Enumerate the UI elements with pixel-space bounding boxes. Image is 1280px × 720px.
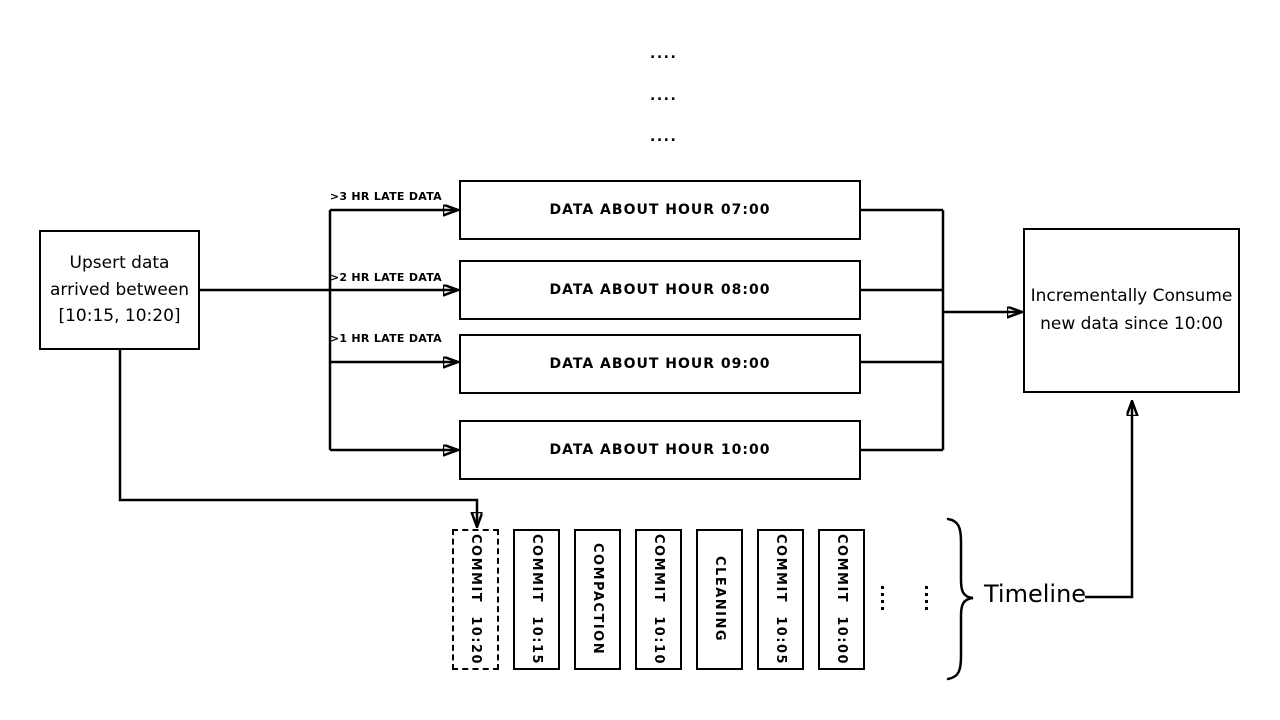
continuation-dots-row: .... <box>650 129 678 145</box>
hour-box-0900-label: DATA ABOUT HOUR 09:00 <box>549 356 771 372</box>
cleaning-box: CLEANING <box>696 529 743 670</box>
commit-box-1020: COMMIT 10:20 <box>452 529 499 670</box>
upsert-line-1: Upsert data <box>69 253 170 274</box>
hour-box-0900: DATA ABOUT HOUR 09:00 <box>459 334 861 394</box>
upsert-to-commit-arrow <box>118 350 477 525</box>
commit-box-1020-label: COMMIT 10:20 <box>468 533 483 666</box>
late-data-label-1hr: >1 HR LATE DATA <box>329 332 442 345</box>
hour-box-1000: DATA ABOUT HOUR 10:00 <box>459 420 861 480</box>
continuation-dots-row: .... <box>650 46 678 62</box>
hour-box-0800: DATA ABOUT HOUR 08:00 <box>459 260 861 320</box>
hour-box-0700: DATA ABOUT HOUR 07:00 <box>459 180 861 240</box>
timeline-label: Timeline <box>984 580 1087 608</box>
commit-box-1010: COMMIT 10:10 <box>635 529 682 670</box>
upsert-line-2: arrived between <box>49 279 190 300</box>
timeline-brace <box>946 517 974 681</box>
commit-box-1015-label: COMMIT 10:15 <box>529 533 544 666</box>
vertical-ellipsis-icon <box>925 586 928 589</box>
vertical-ellipsis-icon <box>881 586 884 589</box>
late-data-label-2hr: >2 HR LATE DATA <box>329 271 442 284</box>
hour-box-0800-label: DATA ABOUT HOUR 08:00 <box>549 282 771 298</box>
compaction-box: COMPACTION <box>574 529 621 670</box>
continuation-dots-row: .... <box>650 88 678 104</box>
commit-box-1000: COMMIT 10:00 <box>818 529 865 670</box>
commit-box-1015: COMMIT 10:15 <box>513 529 560 670</box>
commit-box-1010-label: COMMIT 10:10 <box>651 533 666 666</box>
consume-line-1: Incrementally Consume <box>1030 286 1233 307</box>
upsert-line-3: [10:15, 10:20] <box>58 306 181 327</box>
cleaning-box-label: CLEANING <box>712 556 727 643</box>
incremental-consume-box: Incrementally Consume new data since 10:… <box>1023 228 1240 393</box>
consume-line-2: new data since 10:00 <box>1040 313 1223 334</box>
commit-box-1000-label: COMMIT 10:00 <box>834 533 849 666</box>
commit-box-1005-label: COMMIT 10:05 <box>773 533 788 666</box>
compaction-box-label: COMPACTION <box>590 543 605 656</box>
commit-box-1005: COMMIT 10:05 <box>757 529 804 670</box>
upsert-data-box: Upsert data arrived between [10:15, 10:2… <box>39 230 200 350</box>
hour-box-0700-label: DATA ABOUT HOUR 07:00 <box>549 202 771 218</box>
timeline-to-consume-arrow <box>1085 403 1132 599</box>
hour-box-1000-label: DATA ABOUT HOUR 10:00 <box>549 442 771 458</box>
late-data-label-3hr: >3 HR LATE DATA <box>329 190 442 203</box>
